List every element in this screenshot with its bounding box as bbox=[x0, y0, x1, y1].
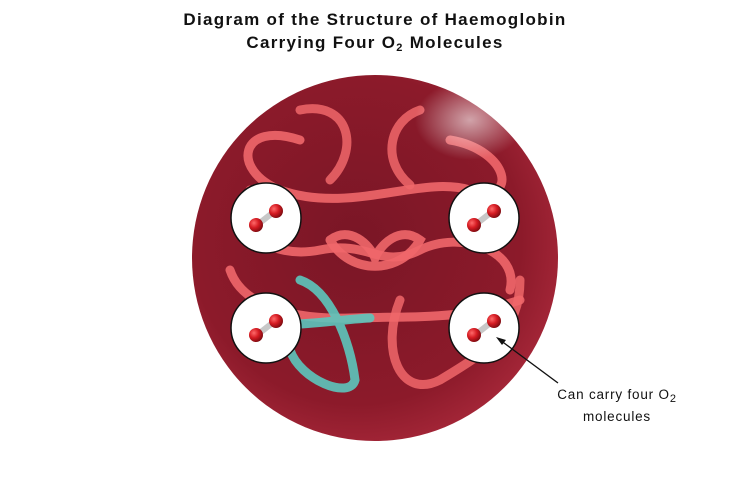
oxygen-site-top-left bbox=[230, 182, 302, 254]
title-subscript: 2 bbox=[396, 42, 404, 54]
oxygen-atom bbox=[269, 204, 283, 218]
sphere-highlight bbox=[415, 80, 525, 160]
annotation-subscript: 2 bbox=[669, 393, 677, 405]
title-text-1: Diagram of the Structure of Haemoglobin bbox=[183, 10, 567, 29]
oxygen-site-bottom-left bbox=[230, 292, 302, 364]
annotation-text: Can carry four O bbox=[557, 387, 670, 402]
diagram-title-line-1: Diagram of the Structure of Haemoglobin bbox=[0, 10, 750, 30]
annotation-label: Can carry four O2 molecules bbox=[530, 386, 704, 426]
title-text-2: Carrying Four O bbox=[246, 33, 397, 52]
title-text-2-suffix: Molecules bbox=[403, 33, 504, 52]
oxygen-binding-sites bbox=[230, 182, 520, 364]
oxygen-site-bottom-right bbox=[448, 292, 520, 364]
oxygen-atom bbox=[249, 218, 263, 232]
diagram-title-line-2: Carrying Four O2 Molecules bbox=[0, 33, 750, 54]
oxygen-site-top-right bbox=[448, 182, 520, 254]
annotation-text-2: molecules bbox=[583, 409, 651, 424]
annotation-arrow bbox=[496, 337, 559, 384]
